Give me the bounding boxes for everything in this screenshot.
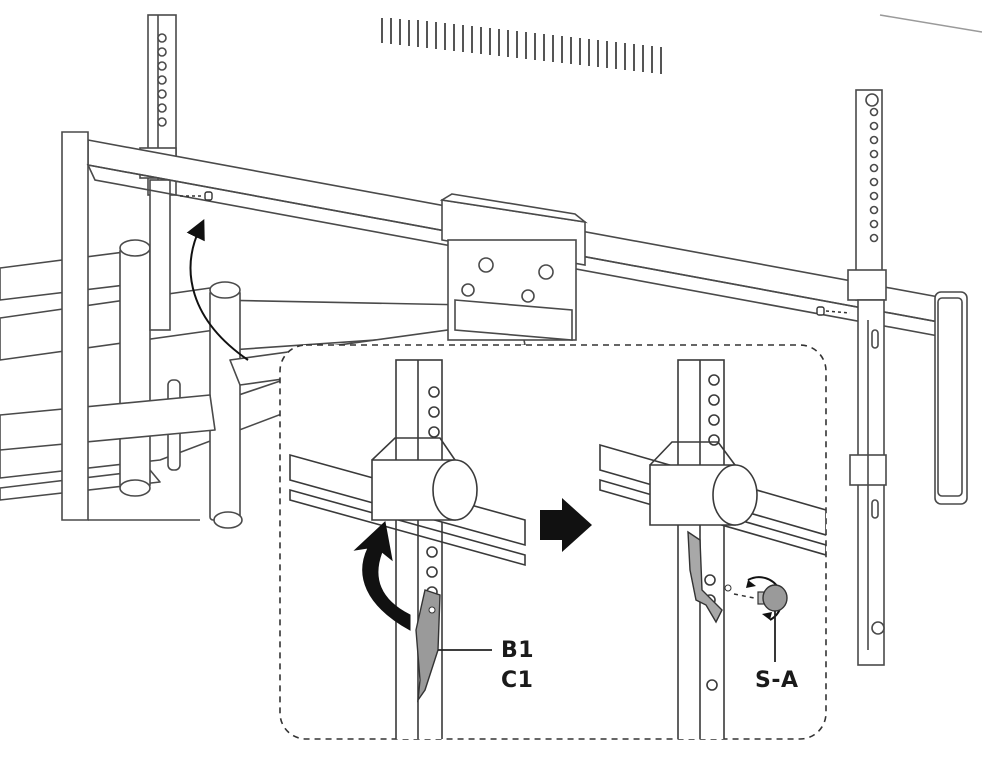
label-b1: B1	[501, 638, 535, 663]
rotation-arrow-main	[186, 218, 249, 361]
detail-inset-frame	[279, 344, 827, 740]
latch-installed	[687, 530, 723, 624]
screw-right-main	[816, 306, 851, 316]
screw-left-main	[180, 191, 213, 201]
tv-vent-slots	[381, 18, 662, 74]
rotation-arrow-inset	[353, 521, 411, 631]
latch-b1-c1	[415, 589, 441, 703]
step-arrow	[540, 498, 592, 552]
right-vertical-bracket	[847, 89, 887, 666]
label-c1: C1	[501, 668, 534, 693]
tv-back-panel	[879, 14, 982, 33]
center-clamp	[439, 193, 588, 341]
inset-left-scene	[289, 359, 526, 739]
label-s-a: S-A	[755, 668, 799, 693]
